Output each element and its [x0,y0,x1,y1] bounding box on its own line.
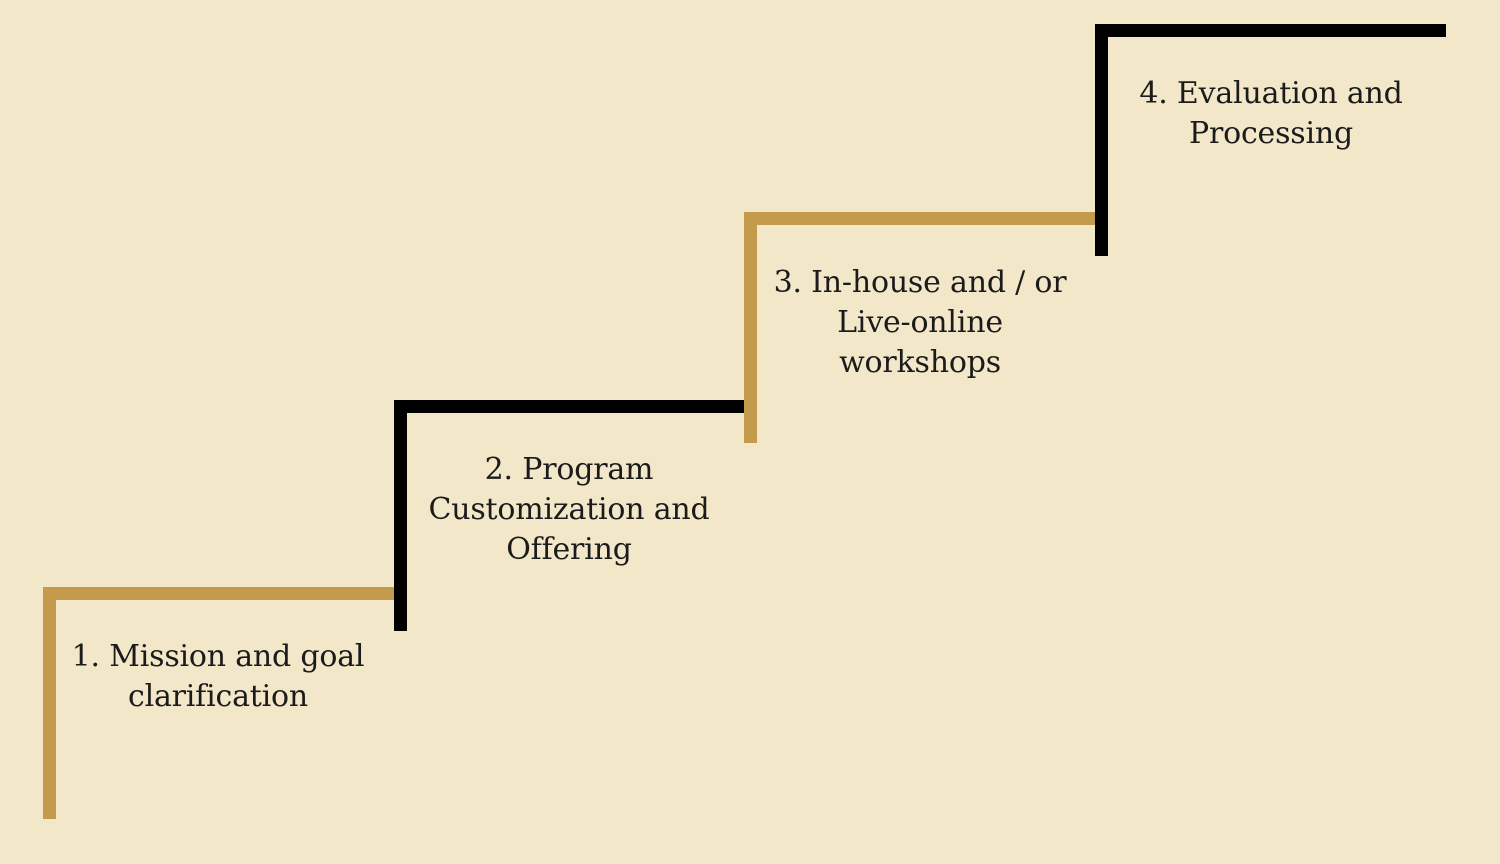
step-2-stair-line [394,400,746,631]
step-2-label: 2. Program Customization and Offering [428,452,710,567]
step-1-stair-line [43,587,396,819]
step-4-label: 4. Evaluation and Processing [1139,76,1403,151]
step-1-label: 1. Mission and goal clarification [71,639,365,714]
step-4-stair-line [1095,24,1446,256]
step-3-label: 3. In-house and / or Live-online worksho… [773,265,1067,380]
step-3-stair-line [744,212,1096,443]
